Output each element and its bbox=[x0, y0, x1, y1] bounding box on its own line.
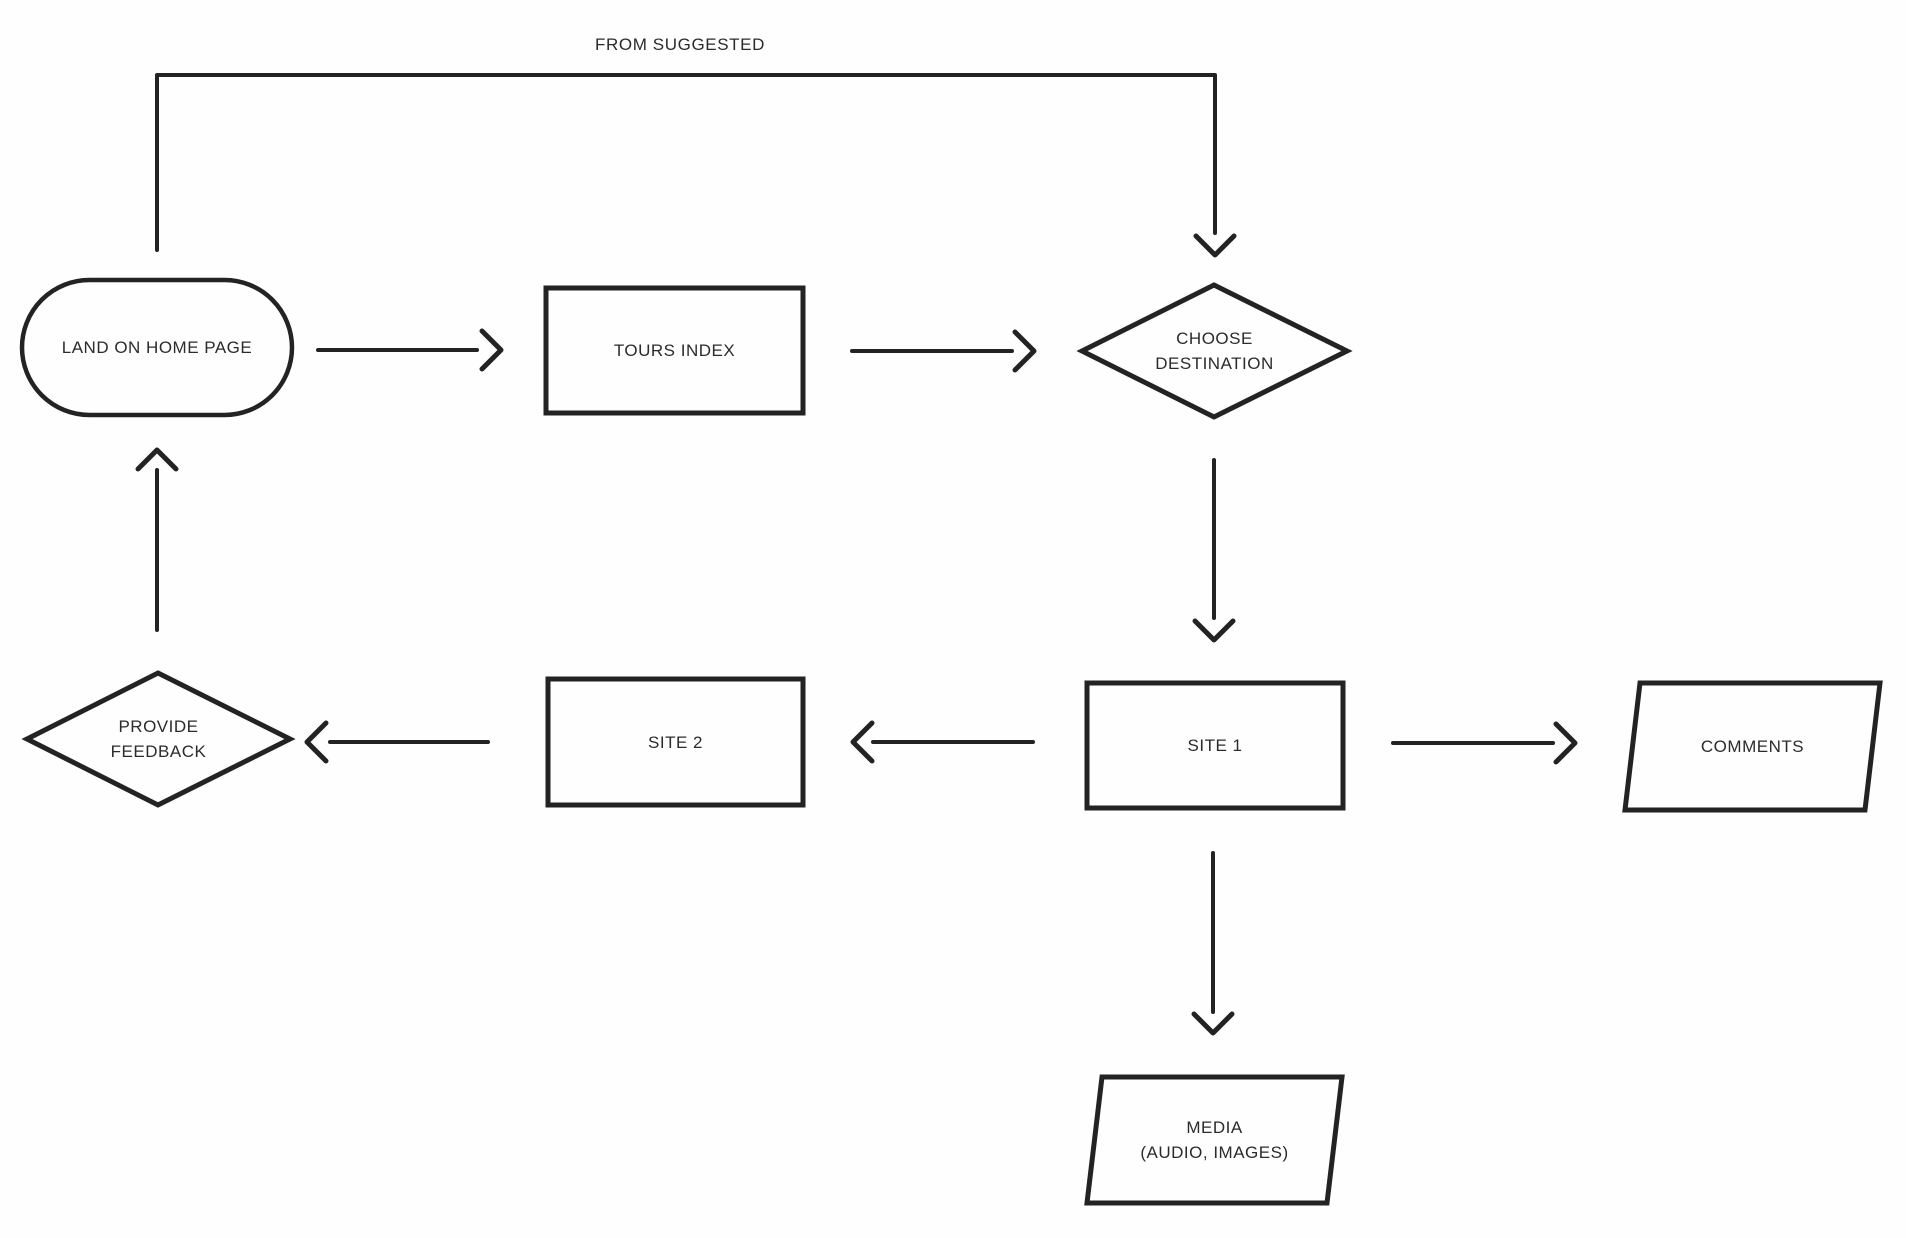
arrow-home-to-tours bbox=[316, 328, 504, 372]
arrowhead-right-tours bbox=[479, 328, 504, 372]
node-shape-comments bbox=[1622, 680, 1883, 813]
arrow-site1-to-comments bbox=[1391, 721, 1578, 765]
arrowhead-down-site1 bbox=[1192, 618, 1236, 643]
arrow-tours-to-destination bbox=[850, 329, 1037, 373]
node-shape-tours-index bbox=[543, 285, 806, 416]
arrowhead-down-media bbox=[1191, 1011, 1235, 1036]
node-shape-provide-feedback bbox=[21, 670, 296, 808]
arrowhead-right-comments bbox=[1553, 721, 1578, 765]
arrowhead-down-destination bbox=[1193, 233, 1237, 258]
arrow-site1-to-site2 bbox=[850, 720, 1035, 764]
arrowhead-left-site2 bbox=[850, 720, 875, 764]
arrowhead-left-feedback bbox=[304, 720, 329, 764]
arrow-site1-to-media bbox=[1191, 851, 1235, 1036]
arrow-site2-to-feedback bbox=[304, 720, 490, 764]
arrow-destination-to-site1 bbox=[1192, 458, 1236, 643]
edge-label-from-suggested: FROM SUGGESTED bbox=[595, 35, 765, 54]
arrow-feedback-to-home bbox=[135, 447, 179, 632]
arrowhead-right-destination bbox=[1012, 329, 1037, 373]
node-shape-land-on-home-page bbox=[19, 277, 295, 418]
node-shape-media bbox=[1084, 1074, 1345, 1206]
node-shape-site-2 bbox=[545, 676, 806, 808]
arrowhead-up-home bbox=[135, 447, 179, 472]
arrow-home-to-destination bbox=[155, 73, 1237, 258]
node-shape-choose-destination bbox=[1076, 282, 1353, 420]
node-shape-site-1 bbox=[1084, 680, 1346, 811]
